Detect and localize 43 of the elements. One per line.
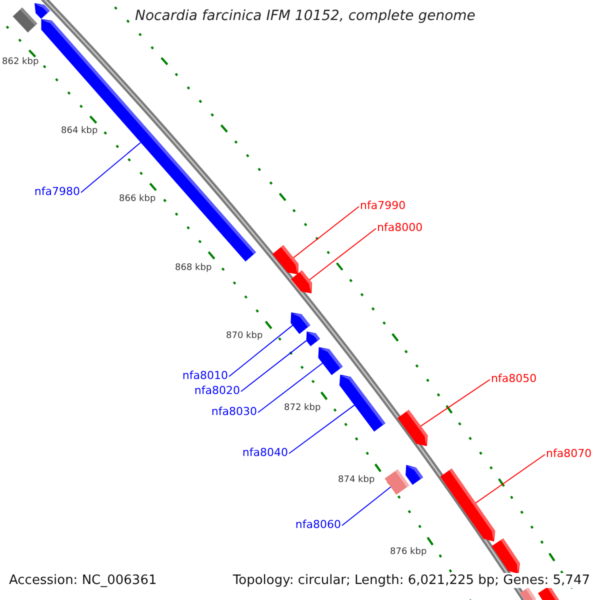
gene-feature [406,464,424,485]
scale-label: 864 kbp [61,126,98,136]
scale-label: 862 kbp [2,57,39,67]
gene-feature [492,538,520,574]
gene-label: nfa7980 [34,185,80,198]
gene-label: nfa8010 [182,369,228,382]
gene-label: nfa7990 [360,199,406,212]
gene-feature [318,347,343,376]
accession-text: Accession: NC_006361 [9,573,157,588]
gene-block [384,469,410,495]
leader-line [228,324,294,377]
scale-label: 874 kbp [338,475,375,485]
leader-line [240,340,307,392]
genome-stats-text: Topology: circular; Length: 6,021,225 bp; Genes: 5,747 [232,573,590,588]
gene-label: nfa8070 [546,447,592,460]
gene-feature [339,374,386,432]
leader-line [342,486,392,526]
leader-line [80,142,142,193]
gene-feature [398,410,428,446]
gene-label: nfa8050 [491,372,537,385]
scale-label: 870 kbp [226,331,263,341]
gene-feature [272,245,298,274]
scale-label: 876 kbp [390,547,427,557]
gene-feature [34,3,50,19]
gene-feature [290,312,310,334]
chart-title: Nocardia farcinica IFM 10152, complete genome [135,8,476,24]
leader-line [308,228,376,280]
leader-line [420,379,490,427]
gene-feature [12,8,38,32]
scale-label: 866 kbp [119,194,156,204]
gene-feature [440,468,496,542]
gene-label: nfa8040 [242,446,288,459]
scale-label: 872 kbp [284,403,321,413]
gene-label: nfa8060 [295,518,341,531]
gene-label: nfa8020 [194,384,240,397]
gene-label: nfa8000 [377,221,423,234]
leader-line [258,362,324,413]
gene-feature [291,270,312,294]
leader-line [475,454,546,504]
leader-line [288,404,355,454]
gene-label: nfa8030 [211,405,257,418]
leader-line [293,206,360,258]
gene-feature [306,331,320,346]
